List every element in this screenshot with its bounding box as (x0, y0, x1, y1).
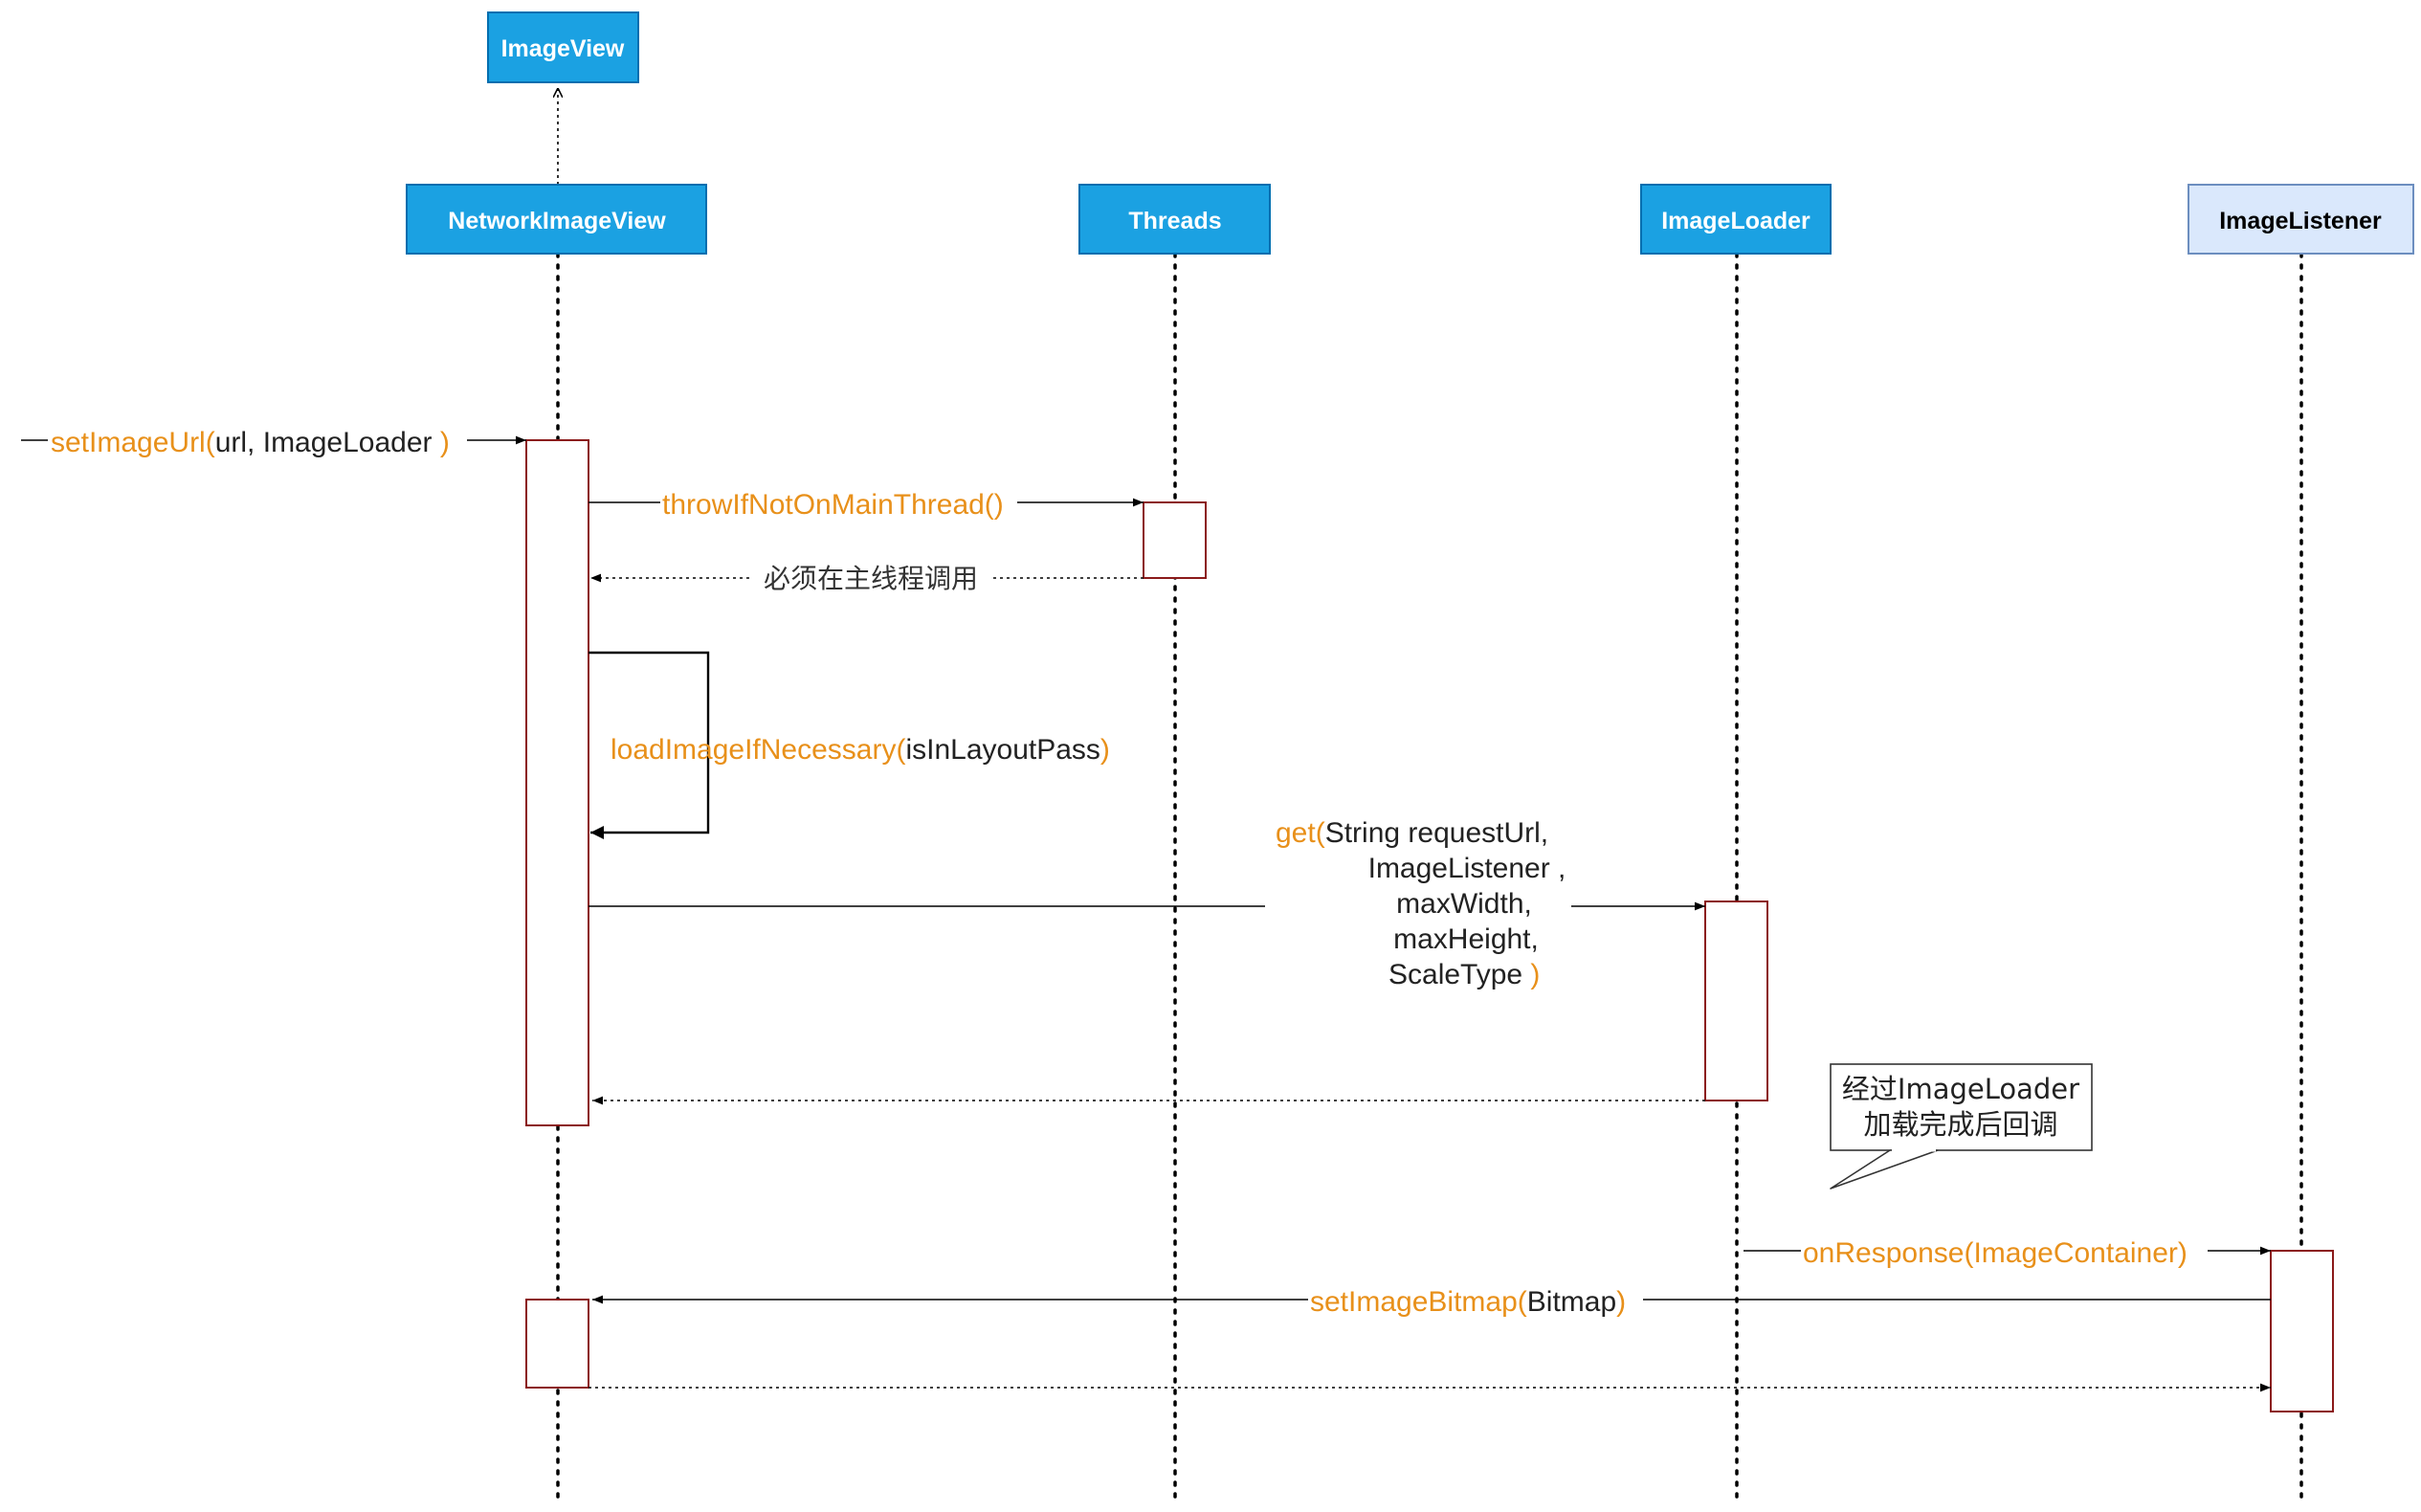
get-arg-request-url: String requestUrl, (1325, 817, 1548, 849)
get-arg-image-listener: ImageListener , (1368, 853, 1566, 884)
set-image-bitmap-args: Bitmap (1527, 1286, 1616, 1318)
note-callback: 经过ImageLoader 加载完成后回调 (1830, 1063, 2093, 1190)
participant-imageview-label: ImageView (501, 35, 625, 62)
participant-threads-label: Threads (1128, 208, 1221, 234)
participant-imagelistener-label: ImageListener (2219, 208, 2382, 234)
message-on-response-label: onResponse(ImageContainer) (1803, 1237, 2188, 1269)
activation-threads (1143, 501, 1207, 579)
participant-threads[interactable]: Threads (1078, 184, 1271, 255)
note-callback-line2: 加载完成后回调 (1863, 1108, 2057, 1141)
get-close: ) (1530, 959, 1540, 990)
participant-networkimageview[interactable]: NetworkImageView (406, 184, 707, 255)
activation-imagelistener (2270, 1250, 2334, 1412)
activation-networkimageview-main (525, 439, 589, 1126)
message-get-label-line5: ScaleType ) (1388, 959, 1540, 990)
set-image-url-close: ) (440, 427, 450, 458)
get-arg-max-width: maxWidth, (1396, 888, 1532, 920)
message-set-image-bitmap-label: setImageBitmap(Bitmap) (1310, 1286, 1626, 1318)
participant-imageloader[interactable]: ImageLoader (1640, 184, 1832, 255)
set-image-bitmap-close: ) (1616, 1286, 1626, 1318)
set-image-url-args: url, ImageLoader (215, 427, 440, 458)
return-main-thread-label: 必须在主线程调用 (764, 563, 978, 594)
activation-imageloader (1704, 901, 1768, 1101)
get-method: get( (1276, 817, 1325, 849)
participant-networkimageview-label: NetworkImageView (448, 208, 666, 234)
participant-imagelistener[interactable]: ImageListener (2188, 184, 2414, 255)
get-arg-max-height: maxHeight, (1393, 923, 1539, 955)
set-image-url-method: setImageUrl( (51, 427, 215, 458)
message-get-label-line1: get(String requestUrl, (1276, 817, 1548, 849)
note-callback-line1: 经过ImageLoader (1842, 1073, 2079, 1105)
load-image-close: ) (1100, 734, 1110, 766)
participant-imageloader-label: ImageLoader (1661, 208, 1810, 234)
message-set-image-url-label: setImageUrl(url, ImageLoader ) (51, 427, 450, 458)
get-arg-scale-type: ScaleType (1388, 959, 1530, 990)
self-message-load-image-line (589, 651, 710, 839)
load-image-method: loadImageIfNecessary( (611, 734, 905, 766)
activation-networkimageview-callback (525, 1299, 589, 1389)
message-throw-label: throwIfNotOnMainThread() (662, 489, 1004, 521)
participant-imageview[interactable]: ImageView (487, 11, 639, 83)
set-image-bitmap-method: setImageBitmap( (1310, 1286, 1527, 1318)
self-message-load-image-label: loadImageIfNecessary(isInLayoutPass) (611, 734, 1110, 766)
load-image-args: isInLayoutPass (905, 734, 1099, 766)
